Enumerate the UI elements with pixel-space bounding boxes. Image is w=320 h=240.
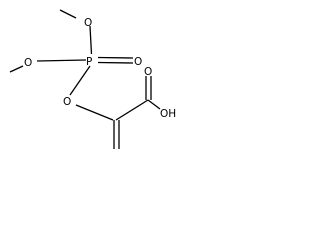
bond-p-odouble-b [97,61,134,64]
bond-otop-p [89,25,93,55]
atom-o-double: O [134,56,142,68]
bond-methyl-top [59,9,77,19]
bond-oleft-p [36,59,87,62]
atom-o-ester: O [63,96,71,108]
structure-diagram: O O P O O O OH [9,9,176,149]
bond-carboxyl-oh [147,99,161,110]
atom-o-left: O [24,57,32,69]
bond-methyl-left [9,65,24,73]
bond-p-odouble-a [97,56,134,59]
bond-p-oester [69,65,91,96]
atom-o-carbonyl: O [144,66,152,78]
bond-carbon-carboxyl [115,99,149,121]
bond-oester-carbon [75,104,114,121]
atom-p: P [86,56,92,68]
atom-o-top: O [84,17,92,29]
atom-oh: OH [160,108,176,120]
